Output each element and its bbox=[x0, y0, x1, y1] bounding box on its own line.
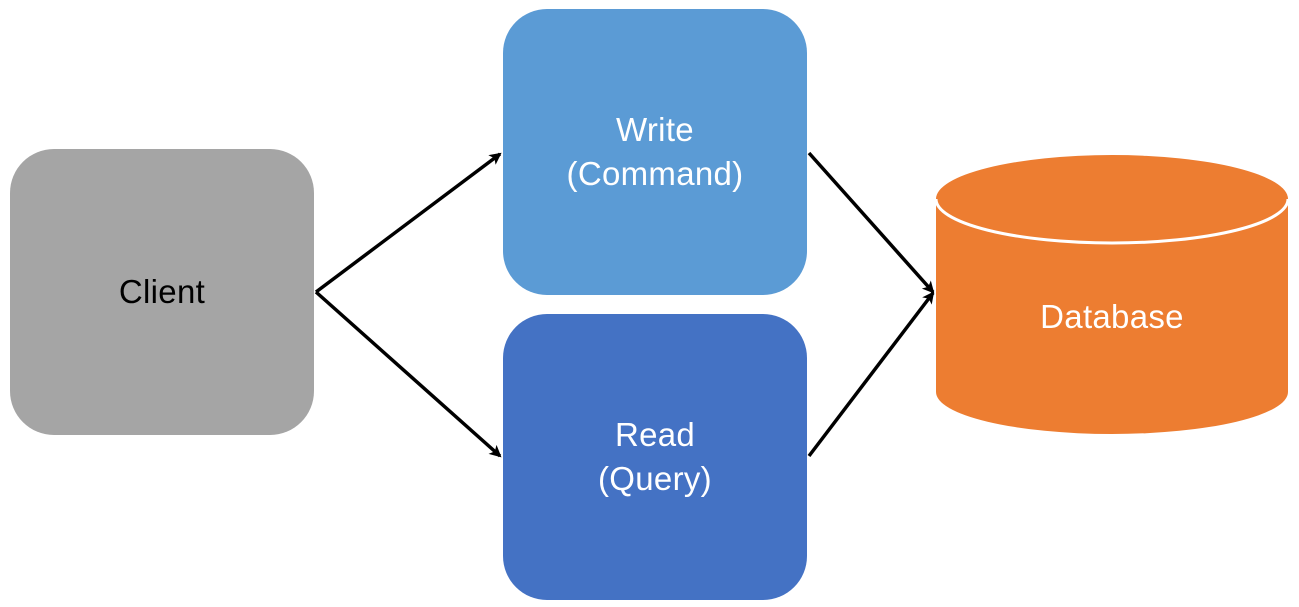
database-label: Database bbox=[1040, 298, 1184, 335]
edge-client-to-write bbox=[314, 152, 502, 294]
edge-read-to-database bbox=[807, 291, 935, 458]
read-query-node: Read (Query) bbox=[503, 314, 807, 600]
write-command-node: Write (Command) bbox=[503, 9, 807, 295]
database-top bbox=[936, 155, 1288, 243]
database-rim bbox=[934, 198, 1290, 245]
write-command-label: Write (Command) bbox=[566, 111, 744, 192]
read-query-label: Read (Query) bbox=[598, 416, 712, 497]
database-body bbox=[936, 199, 1288, 434]
edge-write-to-database bbox=[807, 151, 935, 294]
edge-client-to-read bbox=[314, 290, 502, 458]
database-cylinder: Database bbox=[934, 155, 1290, 434]
client-node: Client bbox=[10, 149, 314, 435]
client-label: Client bbox=[118, 273, 206, 310]
